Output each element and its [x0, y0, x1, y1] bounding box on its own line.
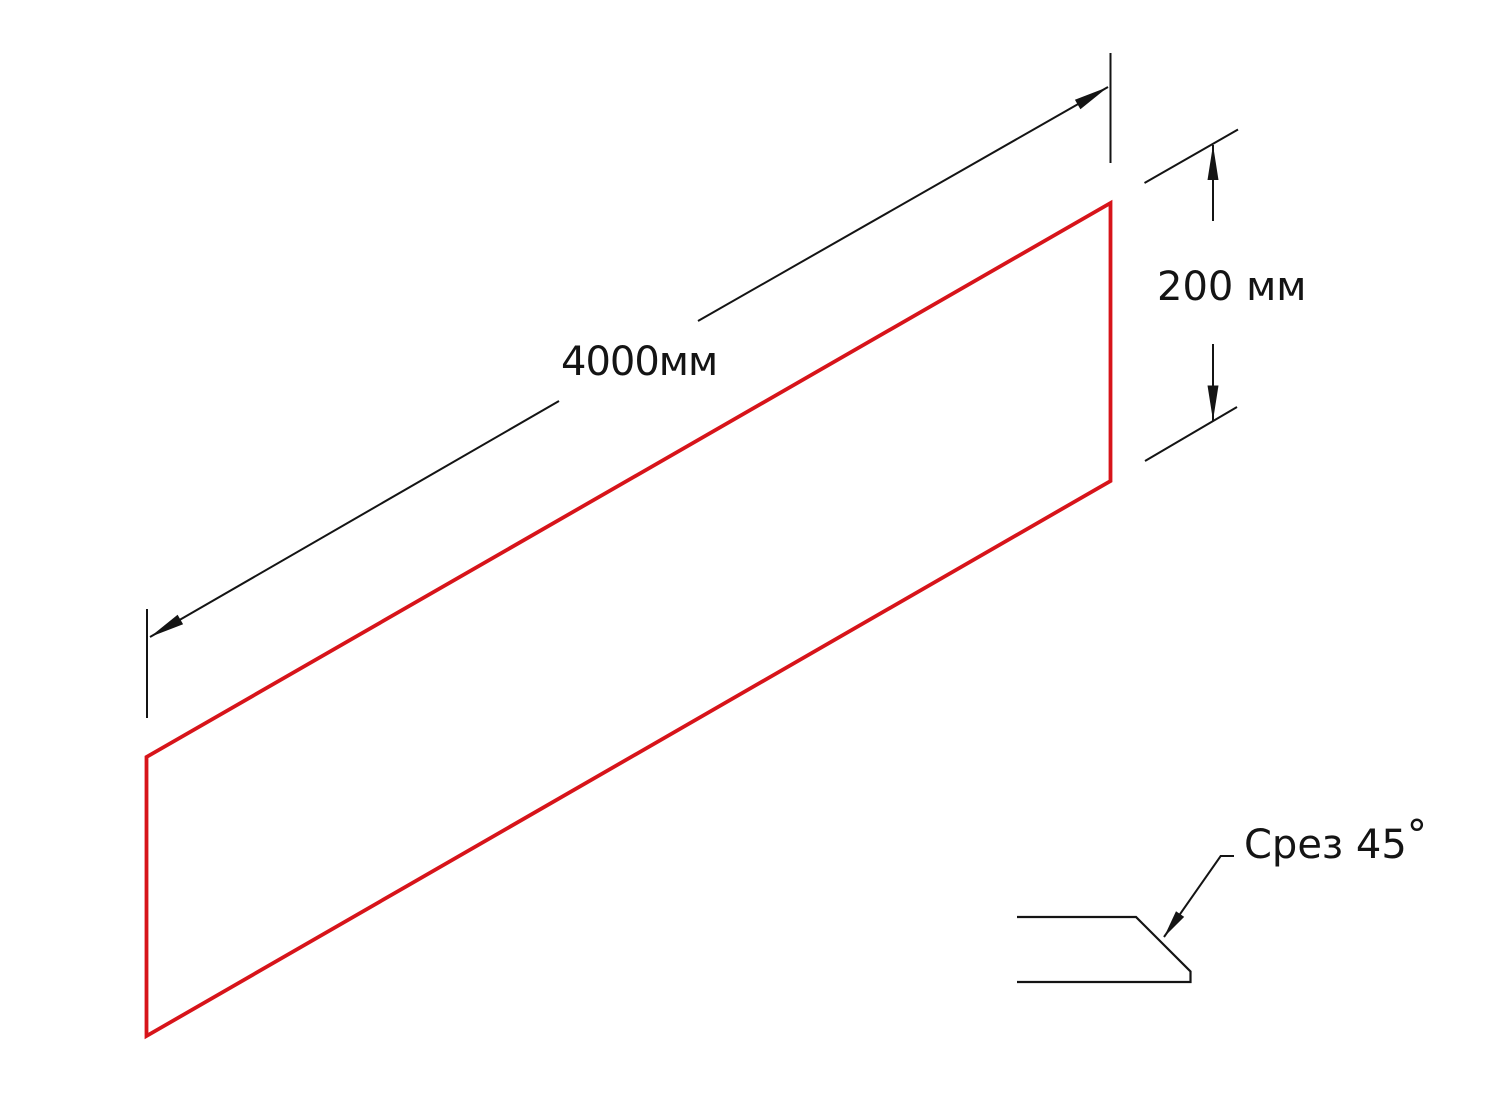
length-arrowhead-left-icon [150, 614, 184, 637]
height-extension-tick-bottom [1144, 406, 1238, 462]
length-dimension-line-lower-segment [149, 400, 560, 638]
part-face [144, 199, 1113, 1040]
height-dimension-label: 200 мм [1157, 264, 1306, 310]
chamfer-callout-text: Срез 45 [1244, 822, 1407, 868]
chamfer-section-profile [1017, 915, 1192, 984]
height-dimension-group [1144, 128, 1239, 462]
length-dimension-line-upper-segment [697, 86, 1109, 322]
height-arrowhead-down-icon [1207, 385, 1219, 421]
length-dimension-group [146, 53, 1112, 718]
chamfer-section-group [1017, 915, 1192, 984]
chamfer-callout-label: Срез 45° [1244, 813, 1427, 869]
chamfer-leader-arrowhead-icon [1164, 911, 1185, 937]
degree-symbol: ° [1407, 813, 1427, 859]
chamfer-leader-line [1163, 855, 1234, 938]
height-extension-tick-top [1144, 128, 1239, 184]
height-arrowhead-up-icon [1207, 145, 1219, 180]
length-arrowhead-right-icon [1074, 87, 1108, 110]
length-dimension-label: 4000мм [561, 339, 717, 385]
chamfer-callout-group [1163, 855, 1234, 938]
part-outline-parallelogram [144, 199, 1113, 1040]
